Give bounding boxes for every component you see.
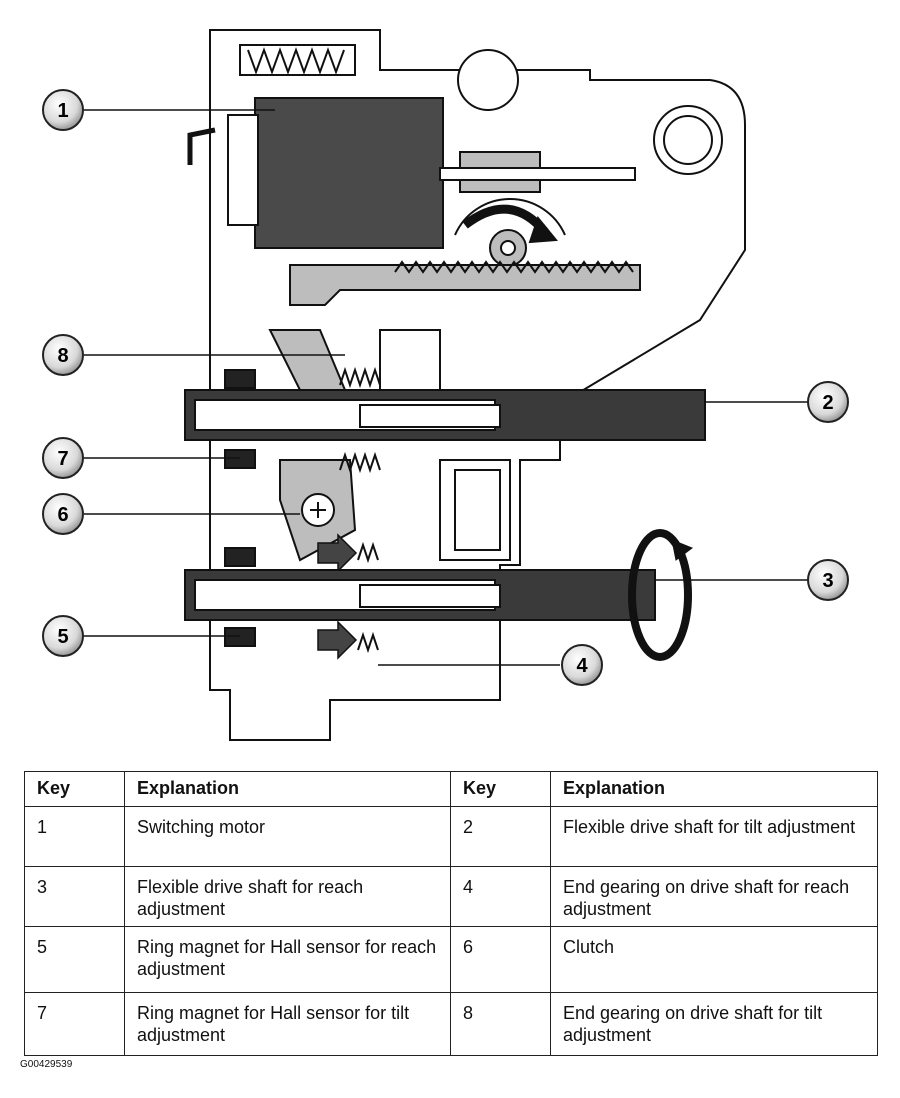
leader-lines [84,109,808,666]
rotation-arrow [628,529,694,661]
switching-motor [187,97,444,249]
explanation-cell: End gearing on drive shaft for reach adj… [550,866,878,927]
key-table: Key Explanation Key Explanation 1 Switch… [24,771,878,1056]
explanation-cell: Flexible drive shaft for reach adjustmen… [124,866,451,927]
table-row: 1 Switching motor 2 Flexible drive shaft… [24,806,878,867]
figure-id: G00429539 [20,1059,73,1070]
top-spring [239,44,356,76]
callout-6: 6 [42,493,84,535]
explanation-cell: Ring magnet for Hall sensor for tilt adj… [124,992,451,1056]
gear-springs [339,366,381,654]
key-cell: 3 [24,866,125,927]
header-key: Key [24,771,125,807]
key-cell: 7 [24,992,125,1056]
callout-5: 5 [42,615,84,657]
svg-text:1: 1 [57,100,68,122]
key-table-header: Key Explanation Key Explanation [24,771,878,807]
svg-text:3: 3 [822,570,833,592]
header-key: Key [450,771,551,807]
explanation-cell: Clutch [550,926,878,993]
key-cell: 5 [24,926,125,993]
header-explanation: Explanation [124,771,451,807]
callout-8: 8 [42,334,84,376]
explanation-cell: Flexible drive shaft for tilt adjustment [550,806,878,867]
svg-text:4: 4 [576,655,588,677]
callout-3: 3 [807,559,849,601]
svg-text:5: 5 [57,626,68,648]
gear-assembly [439,151,636,267]
table-row: 3 Flexible drive shaft for reach adjustm… [24,866,878,927]
explanation-cell: Switching motor [124,806,451,867]
tilt-drive-shaft [184,369,706,469]
mechanism-diagram: 1 8 7 6 5 2 3 4 [42,29,849,741]
mounting-bracket [457,49,723,175]
rack [289,260,641,306]
svg-text:6: 6 [57,504,68,526]
key-cell: 6 [450,926,551,993]
table-row: 5 Ring magnet for Hall sensor for reach … [24,926,878,993]
key-cell: 8 [450,992,551,1056]
explanation-cell: Ring magnet for Hall sensor for reach ad… [124,926,451,993]
explanation-cell: End gearing on drive shaft for tilt adju… [550,992,878,1056]
svg-text:2: 2 [822,392,833,414]
svg-text:7: 7 [57,448,68,470]
callout-2: 2 [807,381,849,423]
direction-arrows [317,533,358,660]
clutch [268,329,511,562]
callout-7: 7 [42,437,84,479]
key-cell: 2 [450,806,551,867]
svg-text:8: 8 [57,345,68,367]
callout-4: 4 [561,644,603,686]
key-cell: 1 [24,806,125,867]
key-cell: 4 [450,866,551,927]
table-row: 7 Ring magnet for Hall sensor for tilt a… [24,992,878,1056]
reach-drive-shaft [184,547,656,647]
callout-1: 1 [42,89,84,131]
header-explanation: Explanation [550,771,878,807]
